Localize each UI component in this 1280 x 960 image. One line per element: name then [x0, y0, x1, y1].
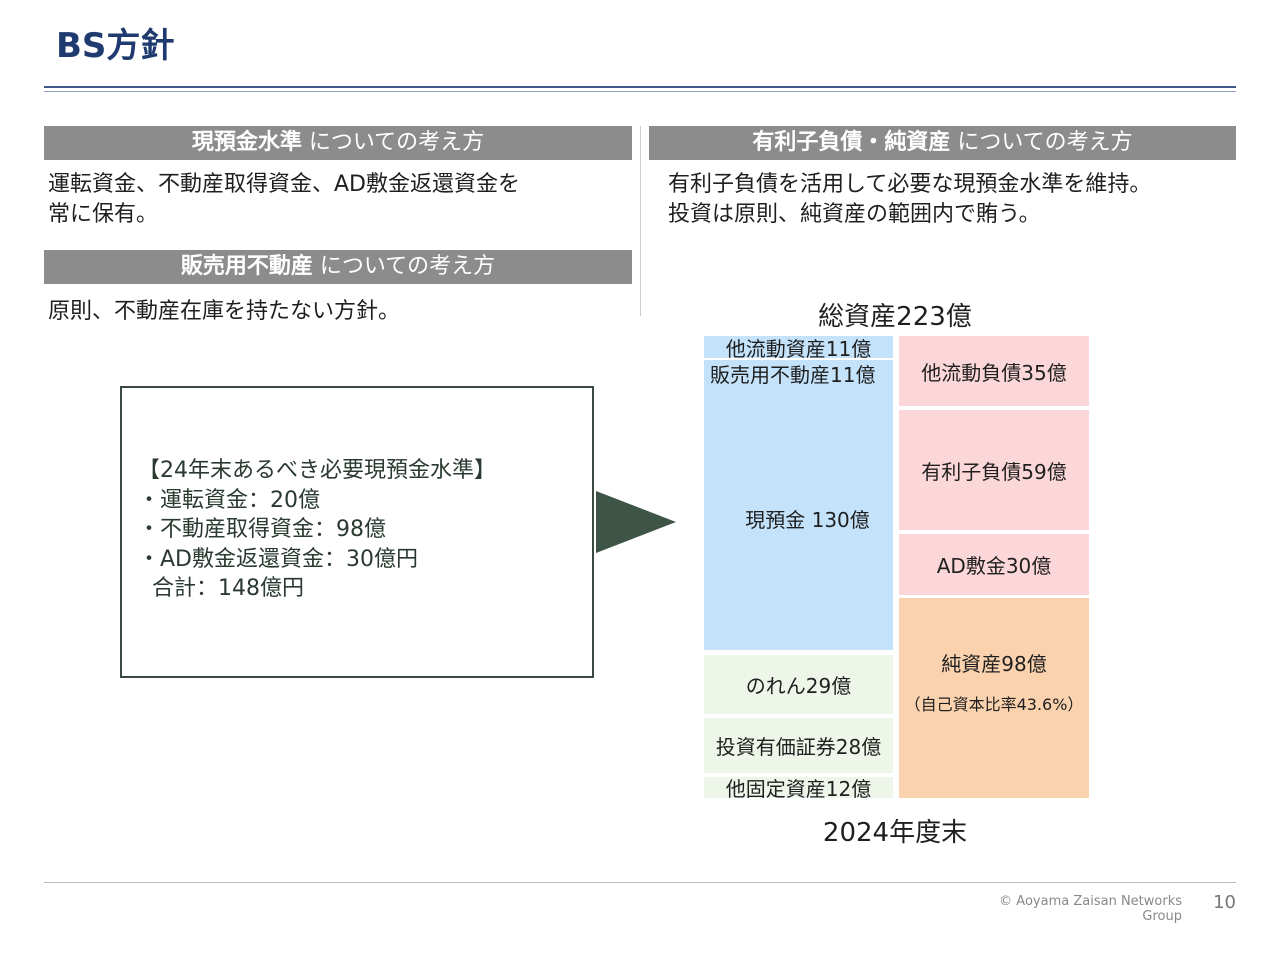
bs-goodwill: のれん29億	[704, 655, 893, 714]
required-cash-box	[120, 386, 594, 678]
bs-other-current-liabilities: 他流動負債35億	[899, 336, 1089, 406]
bs-real-estate-for-sale: 販売用不動産11億	[704, 360, 893, 387]
copyright: © Aoyama Zaisan Networks Group	[999, 894, 1182, 924]
section-bar-inventory-bold: 販売用不動産	[180, 254, 313, 279]
required-cash-item: ・AD敷金返還資金：30億円	[138, 546, 418, 572]
page-number: 10	[1213, 892, 1236, 913]
section-bar-debt-light: についての考え方	[950, 130, 1133, 155]
inventory-policy-text: 原則、不動産在庫を持たない方針。	[48, 297, 632, 327]
section-bar-inventory-light: についての考え方	[312, 254, 496, 279]
required-cash-item: ・不動産取得資金：98億	[138, 517, 386, 542]
bs-equity-ratio: （自己資本比率43.6%）	[904, 695, 1084, 714]
inventory-policy-line: 原則、不動産在庫を持たない方針。	[48, 299, 401, 324]
required-cash-total: 合計：148億円	[138, 576, 304, 601]
bs-cash: 現預金 130億	[704, 386, 893, 650]
cash-policy-line: 運転資金、不動産取得資金、AD敷金返還資金を	[48, 172, 520, 197]
column-divider	[640, 126, 641, 316]
section-bar-cash: 現預金水準 についての考え方	[44, 126, 632, 160]
title-rule-thin	[44, 91, 1236, 92]
section-bar-cash-light: についての考え方	[301, 130, 485, 155]
arrow-right-icon	[596, 491, 676, 553]
bs-other-current-assets: 他流動資産11億	[704, 336, 893, 361]
total-assets-label: 総資産223億	[818, 302, 972, 332]
required-cash-text: 【24年末あるべき必要現預金水準】 ・運転資金：20億 ・不動産取得資金：98億…	[138, 456, 496, 604]
section-bar-debt: 有利子負債・純資産 についての考え方	[649, 126, 1236, 160]
page-title: BS方針	[56, 26, 175, 66]
bs-investment-securities: 投資有価証券28億	[704, 718, 893, 773]
fiscal-year-label: 2024年度末	[822, 818, 968, 848]
bs-net-assets: 純資産98億 （自己資本比率43.6%）	[899, 598, 1089, 798]
cash-policy-line: 常に保有。	[48, 202, 159, 227]
footer-rule	[44, 882, 1236, 883]
bs-cash-label: 現預金 130億	[745, 507, 870, 532]
bs-ad-deposits: AD敷金30億	[899, 534, 1089, 595]
section-bar-inventory: 販売用不動産 についての考え方	[44, 250, 632, 284]
bs-net-assets-label: 純資産98億	[941, 652, 1047, 676]
debt-policy-line: 有利子負債を活用して必要な現預金水準を維持。	[668, 172, 1152, 197]
section-bar-debt-bold: 有利子負債・純資産	[752, 130, 951, 155]
section-bar-cash-bold: 現預金水準	[191, 130, 302, 155]
bs-other-fixed-assets: 他固定資産12億	[704, 777, 893, 801]
debt-policy-line: 投資は原則、純資産の範囲内で賄う。	[668, 202, 1041, 227]
debt-policy-text: 有利子負債を活用して必要な現預金水準を維持。 投資は原則、純資産の範囲内で賄う。	[668, 170, 1236, 230]
cash-policy-text: 運転資金、不動産取得資金、AD敷金返還資金を 常に保有。	[48, 170, 632, 230]
bs-interest-bearing-debt: 有利子負債59億	[899, 410, 1089, 530]
title-rule	[44, 86, 1236, 88]
required-cash-heading: 【24年末あるべき必要現預金水準】	[138, 458, 496, 483]
required-cash-item: ・運転資金：20億	[138, 487, 320, 513]
